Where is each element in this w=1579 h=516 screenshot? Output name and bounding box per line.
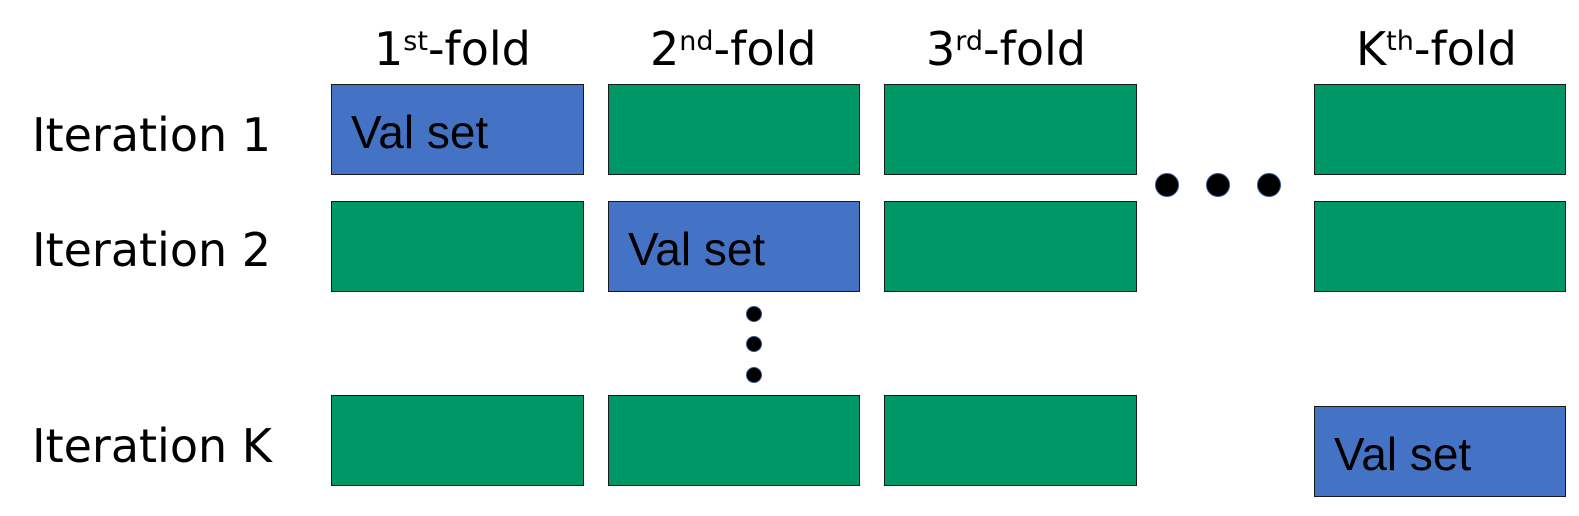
fold-box-iterk-foldk-val: Val set [1314,406,1566,497]
fold-box-iter1-fold3-train [884,84,1137,175]
ellipsis-dot [746,306,762,322]
fold-header-3: 3rd-fold [926,22,1086,76]
ellipsis-dot [1155,173,1179,197]
fold-box-iterk-fold2-train [608,395,860,486]
fold-box-iter1-foldk-train [1314,84,1566,175]
fold-header-2: 2nd-fold [650,22,817,76]
val-set-label: Val set [351,106,489,158]
row-label-iteration-2: Iteration 2 [32,223,272,277]
ellipsis-dot [746,367,762,383]
row-label-iteration-1: Iteration 1 [32,108,272,162]
row-label-iteration-k: Iteration K [32,419,272,473]
fold-box-iterk-fold3-train [884,395,1137,486]
fold-box-iter2-fold3-train [884,201,1137,292]
fold-box-iter2-foldk-train [1314,201,1566,292]
val-set-label: Val set [628,223,766,275]
fold-box-iter2-fold1-train [331,201,584,292]
fold-header-1: 1st-fold [374,22,531,76]
fold-box-iterk-fold1-train [331,395,584,486]
ellipsis-dot [746,336,762,352]
fold-box-iter1-fold1-val: Val set [331,84,584,175]
fold-box-iter2-fold2-val: Val set [608,201,860,292]
val-set-label: Val set [1334,428,1472,480]
ellipsis-dot [1257,173,1281,197]
fold-header-k: Kth-fold [1356,22,1517,76]
ellipsis-dot [1206,173,1230,197]
fold-box-iter1-fold2-train [608,84,860,175]
